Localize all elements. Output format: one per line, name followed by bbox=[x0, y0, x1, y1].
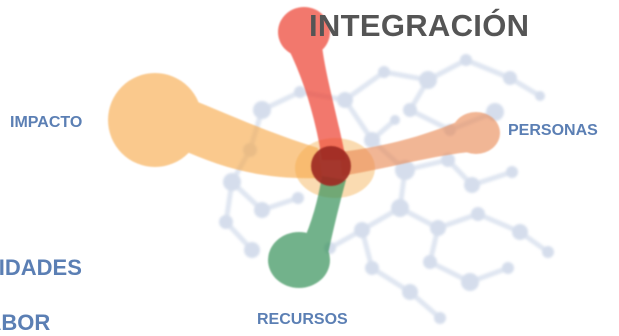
personas-bulb bbox=[452, 112, 500, 154]
recursos-label: RECURSOS bbox=[257, 311, 348, 328]
personas-arm bbox=[340, 118, 470, 176]
integracion-node bbox=[278, 7, 346, 160]
integracion-bulb bbox=[278, 7, 330, 57]
impacto-node bbox=[108, 73, 322, 179]
recursos-bulb bbox=[268, 232, 330, 288]
impacto-bulb bbox=[108, 73, 202, 167]
recursos-node bbox=[268, 176, 346, 288]
integracion-title: INTEGRACIÓN bbox=[309, 8, 530, 43]
personas-label: PERSONAS bbox=[508, 122, 598, 139]
impacto-label: IMPACTO bbox=[10, 114, 83, 131]
cut-off-label-actividades: IVIDADES bbox=[0, 255, 82, 280]
cut-off-label-labor: LABOR bbox=[0, 310, 51, 335]
personas-node bbox=[340, 112, 500, 176]
molecule-network bbox=[219, 54, 554, 324]
integracion-arm bbox=[288, 46, 346, 160]
center-core bbox=[311, 146, 351, 186]
impacto-arm bbox=[175, 93, 322, 179]
recursos-arm bbox=[302, 176, 346, 254]
